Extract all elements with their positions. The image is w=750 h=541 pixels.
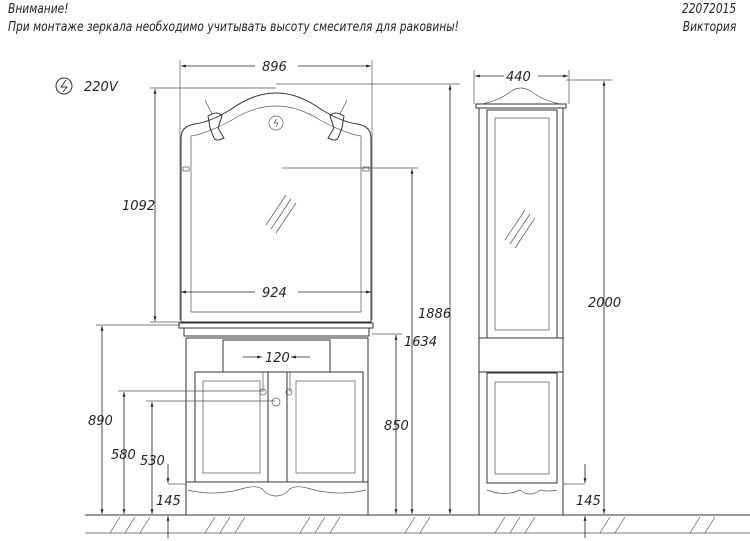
dim-leg-height: 145 [156,494,181,509]
warning-title: Внимание! [8,2,69,17]
dim-tall-height: 2000 [588,296,621,311]
tall-cabinet [475,87,567,515]
dim-mixer-height: 580 [111,448,136,463]
electric-outlet-icon [55,77,73,95]
dim-mirror-width: 896 [262,60,287,75]
dimension-lines [96,60,612,538]
dim-countertop-height: 850 [384,419,409,434]
dim-vanity-height: 890 [88,414,113,429]
dim-tall-width: 440 [506,70,531,85]
model-name: Виктория [682,20,736,35]
dim-mirror-top-height: 1886 [418,307,451,322]
lamp-left [204,99,225,141]
dim-drain-height: 530 [140,454,165,469]
drawing-code: 22072015 [681,2,736,17]
dim-tall-leg-height: 145 [576,494,601,509]
warning-text: При монтаже зеркала необходимо учитывать… [8,20,459,35]
vanity-cabinet [178,322,374,515]
dim-mirror-height: 1092 [122,199,155,214]
floor [85,514,750,534]
mirror [180,92,372,323]
lamp-right [327,99,348,141]
dim-outlet-height: 1634 [404,335,437,350]
power-label: 220V [84,80,119,95]
dim-drawer-gap: 120 [265,351,290,366]
dim-cabinet-width: 924 [262,286,287,301]
